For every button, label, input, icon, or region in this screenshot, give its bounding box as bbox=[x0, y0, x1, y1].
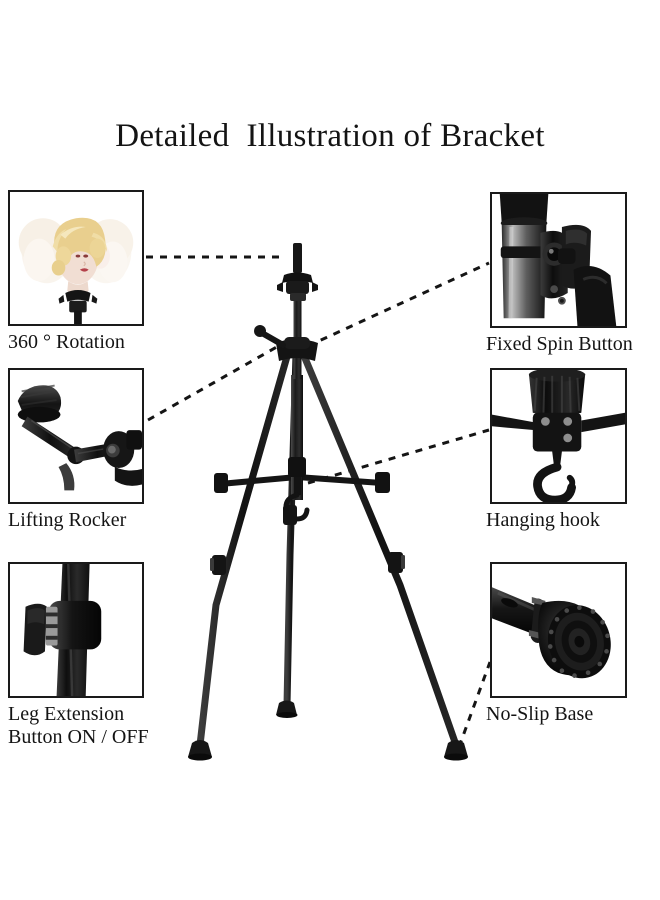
lifting-rocker-arm bbox=[254, 325, 286, 348]
ribbed-collar bbox=[528, 370, 586, 417]
callout-label-rotation: 360 ° Rotation bbox=[8, 331, 125, 353]
thumb-no-slip-base bbox=[490, 562, 627, 698]
rubber-foot bbox=[444, 740, 468, 761]
thumb-rotation bbox=[8, 190, 144, 326]
callout-fixed-spin-button: Fixed Spin Button bbox=[486, 192, 633, 356]
mount-head bbox=[277, 243, 318, 301]
thumb-fixed-spin-button bbox=[490, 192, 627, 328]
tripod-illustration bbox=[188, 243, 468, 761]
spreader-brace-left bbox=[492, 414, 535, 431]
callout-label-leg-extension: Leg Extension Button ON / OFF bbox=[8, 703, 149, 748]
callout-rotation: 360 ° Rotation bbox=[8, 190, 144, 354]
hook bbox=[533, 451, 576, 502]
tripod-leg-right bbox=[298, 347, 468, 761]
rotation-collar bbox=[286, 281, 309, 294]
tread-face bbox=[547, 605, 611, 679]
thumb-hanging-hook bbox=[490, 368, 627, 504]
center-column bbox=[288, 287, 306, 500]
mount-post bbox=[58, 290, 98, 324]
leader-fixed-spin bbox=[307, 261, 490, 348]
leg-lock-collar bbox=[388, 552, 403, 573]
callout-lifting-rocker: Lifting Rocker bbox=[8, 368, 144, 532]
leader-lifting-rocker bbox=[147, 342, 283, 422]
column-lock-collar bbox=[288, 457, 306, 477]
tripod-leg-left bbox=[188, 349, 292, 761]
flip-lever bbox=[23, 603, 47, 656]
mount-pin bbox=[293, 243, 302, 273]
rocker-knob bbox=[254, 325, 266, 337]
pivot-hub bbox=[103, 430, 142, 486]
callout-no-slip-base: No-Slip Base bbox=[486, 562, 627, 726]
rocker-knob bbox=[17, 384, 62, 423]
hub-with-hook-icon bbox=[492, 370, 625, 502]
rubber-foot-icon bbox=[492, 564, 625, 696]
hanging-hook-part bbox=[283, 477, 310, 522]
thumb-leg-extension bbox=[8, 562, 144, 698]
rubber-foot bbox=[188, 740, 212, 761]
leader-no-slip-base bbox=[457, 661, 492, 748]
hinge-clamp-knob-icon bbox=[492, 194, 625, 326]
hub-block bbox=[532, 412, 582, 452]
hinge-bracket bbox=[540, 230, 568, 299]
callout-hanging-hook: Hanging hook bbox=[486, 368, 627, 532]
leg-lock-collar bbox=[212, 555, 226, 575]
leader-hanging-hook bbox=[307, 428, 490, 485]
lower-tube bbox=[573, 265, 617, 326]
shoulder-hub bbox=[276, 337, 318, 361]
thumb-lifting-rocker bbox=[8, 368, 144, 504]
leg-lock-clamp-icon bbox=[10, 564, 142, 696]
callout-label-fixed-spin-button: Fixed Spin Button bbox=[486, 333, 633, 355]
lever-pivot bbox=[45, 606, 58, 646]
page-title: Detailed Illustration of Bracket bbox=[115, 118, 545, 154]
callout-label-lifting-rocker: Lifting Rocker bbox=[8, 509, 127, 531]
crank-arm-icon bbox=[10, 370, 142, 502]
callout-label-no-slip-base: No-Slip Base bbox=[486, 703, 594, 725]
rubber-foot bbox=[276, 700, 298, 718]
mannequin-head-rotation-icon bbox=[10, 192, 142, 324]
callout-leg-extension: Leg Extension Button ON / OFF bbox=[8, 562, 149, 748]
spreader-brace-right bbox=[581, 412, 625, 433]
callout-label-hanging-hook: Hanging hook bbox=[486, 509, 600, 531]
